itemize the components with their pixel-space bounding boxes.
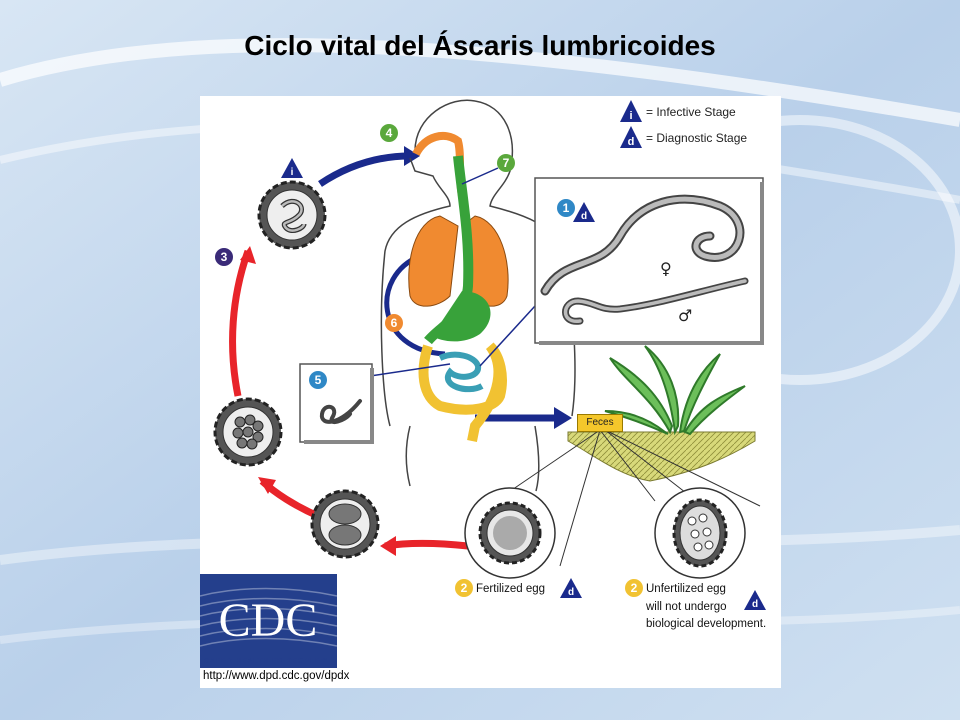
- step-3-number: 3: [221, 250, 228, 264]
- multi-cell-egg: [213, 397, 283, 467]
- step-4-number: 4: [386, 126, 393, 140]
- larva: [319, 399, 362, 425]
- step-3-circle: [215, 248, 233, 266]
- step-2b-number: 2: [631, 581, 638, 595]
- fertilized-egg: [478, 501, 542, 565]
- unfertilized-egg-label-1: Unfertilized egg: [646, 583, 726, 595]
- diagnostic-marker-unfert: [744, 590, 766, 610]
- legend-diagnostic-symbol: d: [628, 136, 635, 148]
- step-5-circle: [309, 371, 327, 389]
- blue-arrow-ingestion: [318, 152, 411, 187]
- large-intestine: [418, 342, 507, 442]
- legend-diagnostic-label: = Diagnostic Stage: [646, 131, 748, 145]
- unfertilized-egg-label-3: biological development.: [646, 618, 767, 630]
- feces-label: Feces: [577, 414, 623, 432]
- cdc-tagline: SAFER·HEALTHIER·PEOPLE™: [204, 656, 329, 665]
- cdc-logo-box: [200, 574, 337, 668]
- step-4-circle: [380, 124, 398, 142]
- red-arrow-to-infective: [229, 249, 252, 397]
- small-intestine: [438, 351, 484, 393]
- red-arrowhead-2: [258, 477, 276, 494]
- red-arrow-egg-to-egg: [384, 539, 469, 550]
- diagnostic-stage-icon: [620, 126, 642, 148]
- soil-mound: [567, 431, 756, 482]
- stomach: [432, 291, 491, 342]
- connector-5: [369, 363, 451, 377]
- step-1-number: 1: [563, 201, 570, 215]
- infective-marker-3-text: i: [291, 167, 294, 178]
- two-cell-egg: [310, 489, 380, 559]
- step-6-number: 6: [391, 316, 398, 330]
- step-5-number: 5: [315, 373, 322, 387]
- female-symbol: ♀: [660, 259, 672, 278]
- grass-plant: [604, 345, 746, 436]
- diagnostic-marker-unfert-text: d: [752, 599, 758, 610]
- unfertilized-egg-label-2: will not undergo: [646, 601, 727, 613]
- slide-title: Ciclo vital del Áscaris lumbricoides: [244, 30, 716, 61]
- blue-arrowhead-feces: [554, 407, 572, 429]
- connector-7: [461, 167, 499, 185]
- connector-1: [479, 305, 536, 367]
- male-symbol: ♂: [678, 306, 692, 325]
- red-arrowhead-3: [240, 246, 256, 264]
- step-6-circle: [385, 314, 403, 332]
- diagnostic-marker-1-text: d: [581, 211, 587, 222]
- infective-marker-3: [281, 158, 303, 178]
- human-body-outline: [380, 99, 576, 492]
- step-7-number: 7: [503, 156, 510, 170]
- cdc-logo-stripes: [200, 587, 338, 647]
- source-url[interactable]: http://www.dpd.cdc.gov/dpdx: [203, 670, 350, 682]
- step-1-circle: [557, 199, 575, 217]
- blue-arrowhead-ingestion: [404, 146, 420, 166]
- diagnostic-marker-fert-text: d: [568, 587, 574, 598]
- embryonated-infective-egg: [257, 180, 327, 250]
- red-arrowhead-1: [380, 536, 396, 556]
- life-cycle-diagram: i d i d d d 4 7 3 1 6 5 2 2: [200, 96, 781, 688]
- legend-infective-symbol: i: [629, 110, 632, 122]
- cdc-logo-text: CDC: [219, 594, 318, 647]
- diagnostic-marker-1: [573, 202, 595, 222]
- step-2a-circle: [455, 579, 473, 597]
- diagnostic-marker-fert: [560, 578, 582, 598]
- step-2a-number: 2: [461, 581, 468, 595]
- step-2b-circle: [625, 579, 643, 597]
- left-lung: [408, 215, 459, 307]
- step-7-circle: [497, 154, 515, 172]
- infective-stage-icon: [620, 100, 642, 122]
- diagram-graphics: i d i d d d 4 7 3 1 6 5 2 2: [200, 99, 766, 668]
- legend-infective-label: = Infective Stage: [646, 105, 736, 119]
- unfertilized-egg: [672, 498, 728, 568]
- fertilized-egg-label: Fertilized egg: [476, 583, 546, 595]
